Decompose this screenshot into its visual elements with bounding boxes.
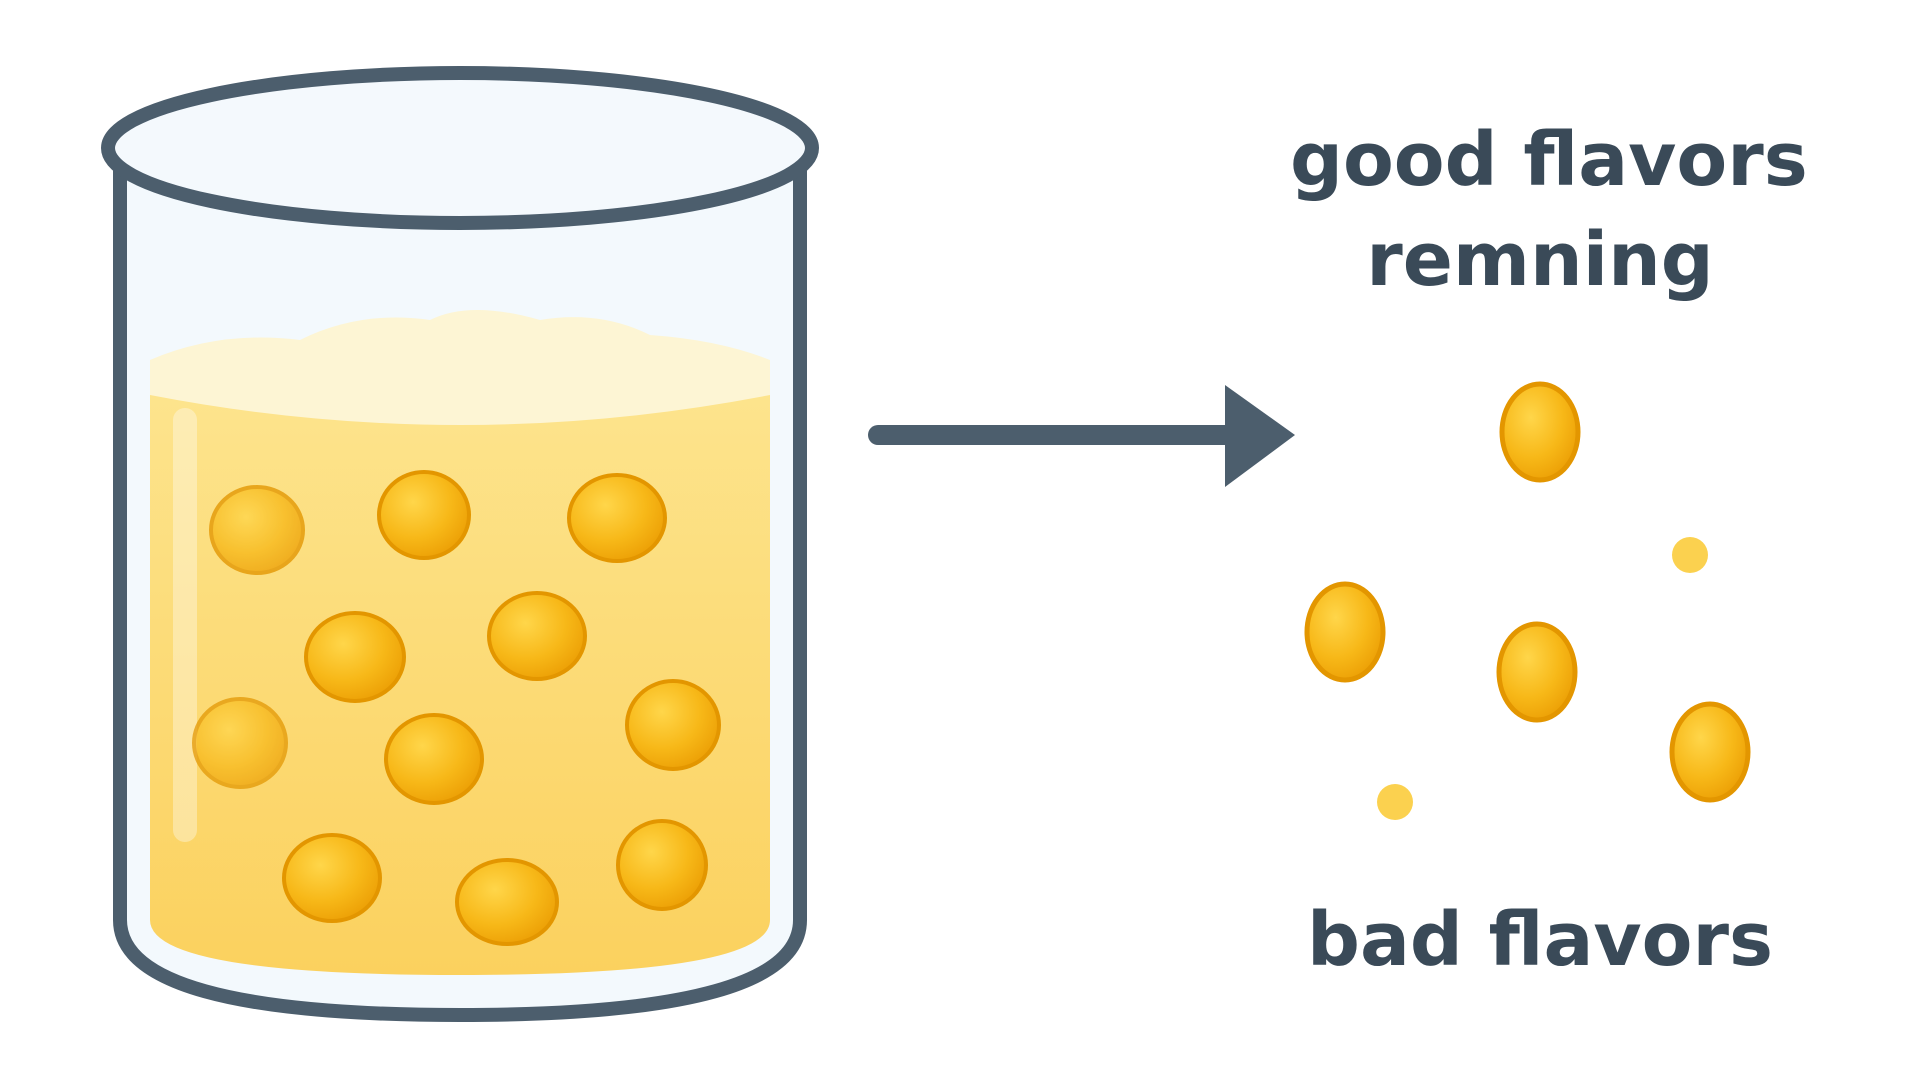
arrow-head — [1225, 385, 1295, 487]
arrow — [868, 385, 1295, 487]
bead — [304, 611, 406, 703]
small-dot — [1672, 537, 1708, 573]
beaker-foam — [150, 310, 770, 425]
bead — [455, 858, 559, 946]
separated-flavors — [1304, 381, 1751, 820]
good-flavors-label: good flavors remning — [1290, 110, 1808, 310]
bad-flavors-label: bad flavors — [1306, 897, 1774, 983]
bead — [282, 833, 382, 923]
bead — [1669, 701, 1751, 803]
beaker-rim — [101, 66, 819, 230]
bead — [616, 819, 708, 911]
good-flavors-line-1: good flavors — [1290, 117, 1808, 203]
bead — [567, 473, 667, 563]
beaker-outline — [113, 150, 807, 1022]
bead — [625, 679, 721, 771]
beaker — [101, 66, 819, 1022]
beaker-beads — [192, 470, 721, 946]
bead — [1499, 381, 1581, 483]
bead — [1496, 621, 1578, 723]
bead — [384, 713, 484, 805]
bead — [377, 470, 471, 560]
small-dot — [1377, 784, 1413, 820]
bead — [1304, 581, 1386, 683]
bead — [487, 591, 587, 681]
good-flavors-line-2: remning — [1366, 217, 1714, 303]
bead — [192, 697, 288, 789]
bead — [209, 485, 305, 575]
